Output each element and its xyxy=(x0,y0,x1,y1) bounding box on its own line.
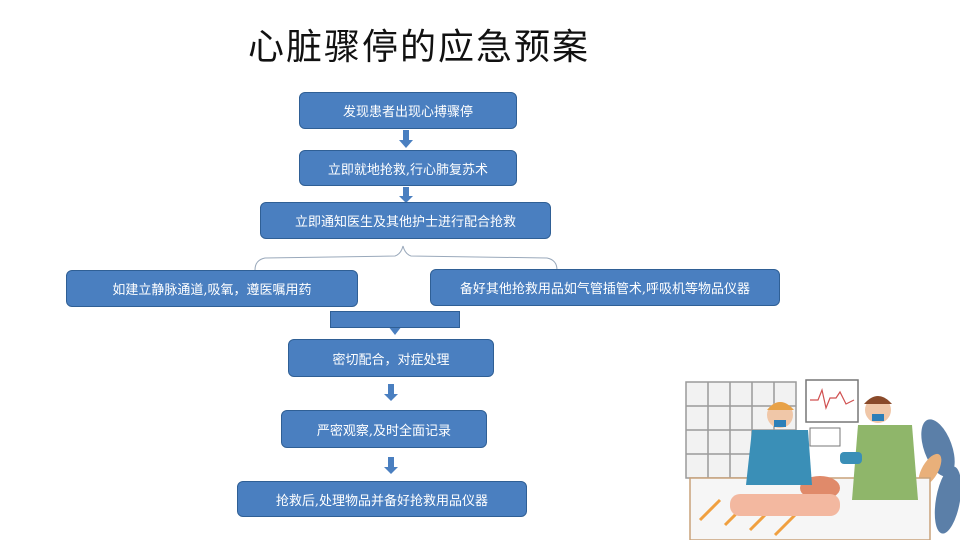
medical-illustration xyxy=(0,0,960,540)
